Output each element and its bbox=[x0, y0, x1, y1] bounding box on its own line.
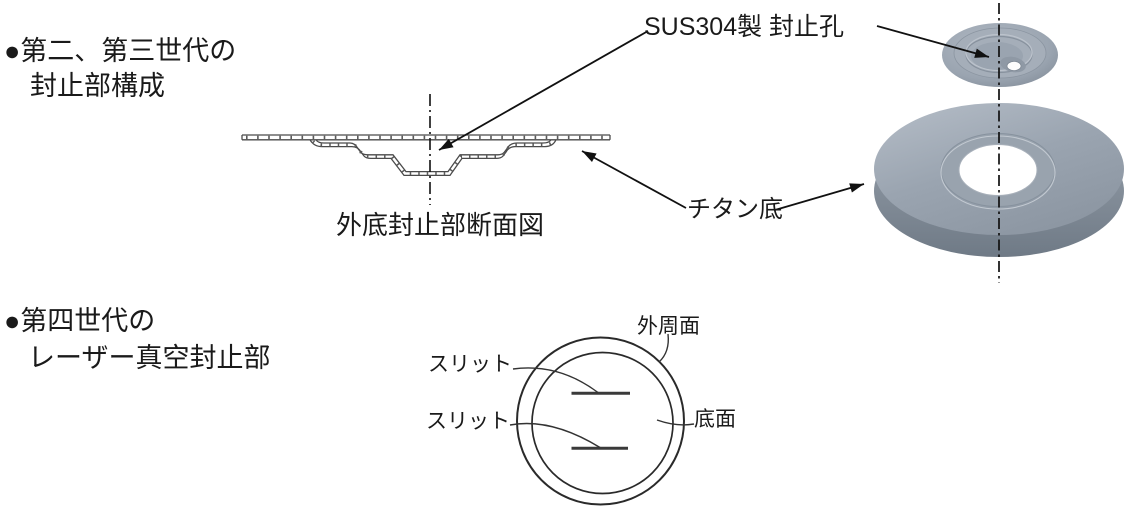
outer-surface-leader bbox=[658, 333, 669, 363]
sealing-cap-3d bbox=[942, 23, 1058, 87]
disc-recess-highlight bbox=[940, 135, 1056, 210]
arrow-titanium-to-disc bbox=[774, 183, 865, 211]
cup-hatching bbox=[311, 140, 555, 176]
laser-seal-bottom-view bbox=[509, 333, 695, 506]
arrow-titanium-to-section bbox=[581, 150, 687, 209]
cross-section-caption: 外底封止部断面図 bbox=[336, 210, 545, 240]
disc-center-hole bbox=[958, 144, 1038, 196]
outer-peripheral-circle bbox=[516, 336, 685, 506]
bottom-surface-leader bbox=[656, 419, 695, 426]
slit2-leader bbox=[509, 422, 601, 449]
arrow-sus304-to-section bbox=[438, 30, 649, 151]
sus304-seal-hole-label: SUS304製 封止孔 bbox=[644, 13, 845, 41]
outer-peripheral-surface-label: 外周面 bbox=[637, 315, 700, 338]
arrow-sus304-to-cap bbox=[876, 25, 990, 58]
gen23-heading-line2: 封止部構成 bbox=[30, 71, 165, 101]
callout-arrows bbox=[438, 25, 990, 211]
bottom-surface-label: 底面 bbox=[694, 408, 736, 431]
slit-label-1: スリット bbox=[428, 353, 512, 376]
titanium-bottom-label: チタン底 bbox=[687, 196, 783, 223]
cap-seal-hole bbox=[1006, 61, 1022, 72]
slit-label-2: スリット bbox=[426, 410, 510, 433]
gen4-heading-line2: レーザー真空封止部 bbox=[28, 343, 271, 373]
cross-section-drawing bbox=[241, 94, 611, 205]
bottom-face-circle bbox=[531, 351, 674, 495]
slit1-leader bbox=[512, 367, 599, 394]
cup-inner-outline bbox=[315, 139, 552, 173]
gen23-heading-line1: ●第二、第三世代の bbox=[4, 36, 237, 66]
cup-outer-outline bbox=[309, 139, 557, 177]
gen4-heading-line1: ●第四世代の bbox=[4, 306, 156, 336]
